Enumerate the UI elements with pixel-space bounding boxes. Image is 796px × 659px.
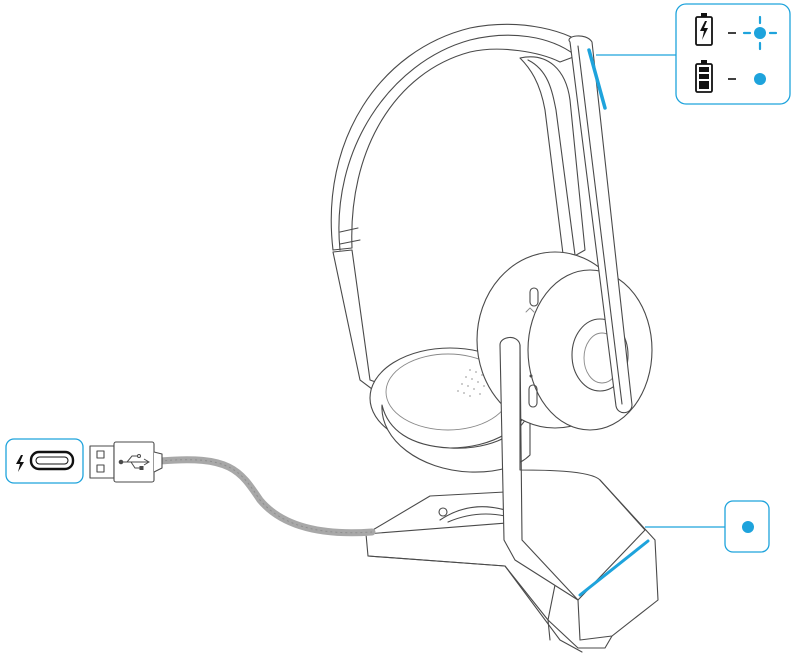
led-blinking-icon bbox=[742, 15, 778, 51]
headband bbox=[330, 23, 593, 396]
callout-leaders bbox=[596, 54, 725, 528]
usb-c-port-icon bbox=[29, 450, 75, 471]
stand-upright bbox=[499, 336, 659, 641]
lightning-bolt-icon bbox=[16, 455, 24, 472]
led-status-legend bbox=[675, 3, 791, 105]
stand-led-callout bbox=[724, 500, 770, 553]
volume-button bbox=[529, 287, 539, 307]
mic-boom bbox=[568, 35, 633, 414]
battery-charging-icon bbox=[695, 13, 713, 46]
usb-a-plug-icon bbox=[89, 441, 163, 483]
battery-full-icon bbox=[695, 60, 713, 93]
power-button bbox=[528, 384, 538, 408]
led-solid-icon bbox=[754, 73, 766, 85]
usb-c-callout bbox=[5, 438, 84, 484]
usb-symbol-icon bbox=[118, 454, 150, 470]
usb-cable bbox=[156, 456, 376, 537]
led-solid-icon bbox=[742, 521, 754, 533]
